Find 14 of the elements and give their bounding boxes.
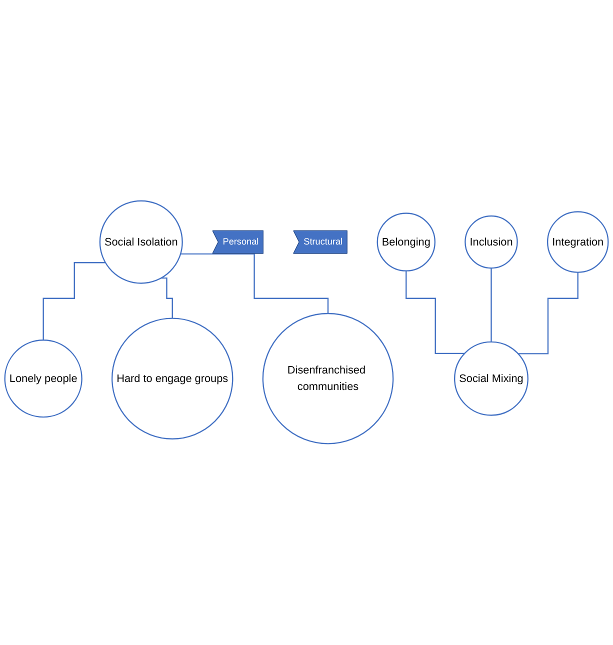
node-circle: Hard to engage groups — [111, 318, 234, 440]
node-circle: Inclusion — [464, 216, 518, 269]
node-circle: Social Isolation — [99, 200, 183, 284]
node-circle: Social Mixing — [454, 342, 528, 416]
node-circle: Lonely people — [4, 340, 82, 418]
connector — [161, 278, 173, 320]
connector — [490, 268, 492, 343]
node-circle: Belonging — [376, 212, 436, 272]
connector — [406, 270, 465, 354]
connector — [518, 272, 578, 355]
connector — [180, 254, 329, 314]
node-circle: Disenfranchised communities — [262, 313, 394, 444]
node-circle: Integration — [546, 211, 609, 274]
connector — [42, 262, 106, 341]
